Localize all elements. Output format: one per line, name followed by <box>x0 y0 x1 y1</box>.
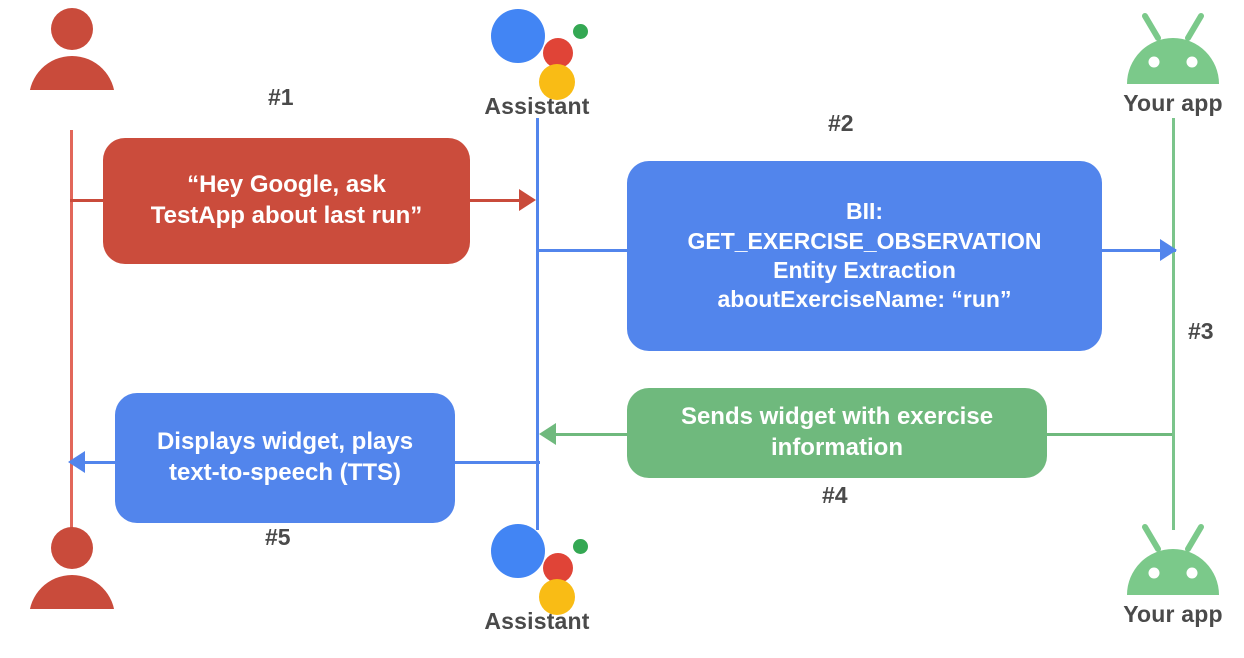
arrowhead-assistant-to-user <box>68 451 85 473</box>
message-line: Displays widget, plays <box>156 428 414 456</box>
actor-user-top: User <box>0 8 147 130</box>
message-line: “Hey Google, ask <box>187 171 386 199</box>
arrowhead-your-app-to-assistant <box>539 423 556 445</box>
lifeline-assistant <box>536 118 539 530</box>
message-line: text-to-speech (TTS) <box>168 459 401 486</box>
actor-assistant-top: Assistant <box>462 6 612 118</box>
google-assistant-icon <box>489 6 588 100</box>
message-box-app-response: Sends widget with exercise information <box>627 388 1047 478</box>
message-box-user-request: “Hey Google, ask TestApp about last run” <box>103 138 470 264</box>
google-assistant-icon <box>489 521 588 615</box>
message-box-bii-intent: BII: GET_EXERCISE_OBSERVATION Entity Ext… <box>627 161 1102 351</box>
message-line: GET_EXERCISE_OBSERVATION <box>687 227 1042 254</box>
arrowhead-assistant-to-your-app <box>1160 239 1177 261</box>
actor-label-your-app-top: Your app <box>1123 90 1223 116</box>
arrowhead-user-to-assistant <box>519 189 536 211</box>
step-label-4: #4 <box>822 482 848 508</box>
person-icon <box>27 8 117 130</box>
message-line: Entity Extraction <box>773 257 956 283</box>
actor-label-your-app-bottom: Your app <box>1123 601 1223 627</box>
message-box-assistant-display: Displays widget, plays text-to-speech (T… <box>115 393 455 523</box>
message-line: aboutExerciseName: “run” <box>717 286 1012 313</box>
actor-label-assistant-bottom: Assistant <box>484 608 590 634</box>
android-robot-icon <box>1121 12 1225 86</box>
message-line: Sends widget with exercise <box>680 403 994 431</box>
message-line: information <box>770 434 903 461</box>
step-label-5: #5 <box>265 524 291 550</box>
step-label-3: #3 <box>1188 318 1214 344</box>
actor-your-app-bottom: Your app <box>1098 523 1244 626</box>
actor-label-assistant-top: Assistant <box>484 93 590 119</box>
actor-your-app-top: Your app <box>1098 12 1244 115</box>
person-icon <box>27 527 117 649</box>
actor-user-bottom: User <box>0 527 147 649</box>
step-label-1: #1 <box>268 84 294 110</box>
lifeline-user <box>70 122 73 534</box>
lifeline-your-app <box>1172 118 1175 530</box>
message-line: TestApp about last run” <box>150 202 423 229</box>
step-label-2: #2 <box>828 110 854 136</box>
android-robot-icon <box>1121 523 1225 597</box>
actor-assistant-bottom: Assistant <box>462 521 612 633</box>
message-line: BII: <box>845 198 884 225</box>
